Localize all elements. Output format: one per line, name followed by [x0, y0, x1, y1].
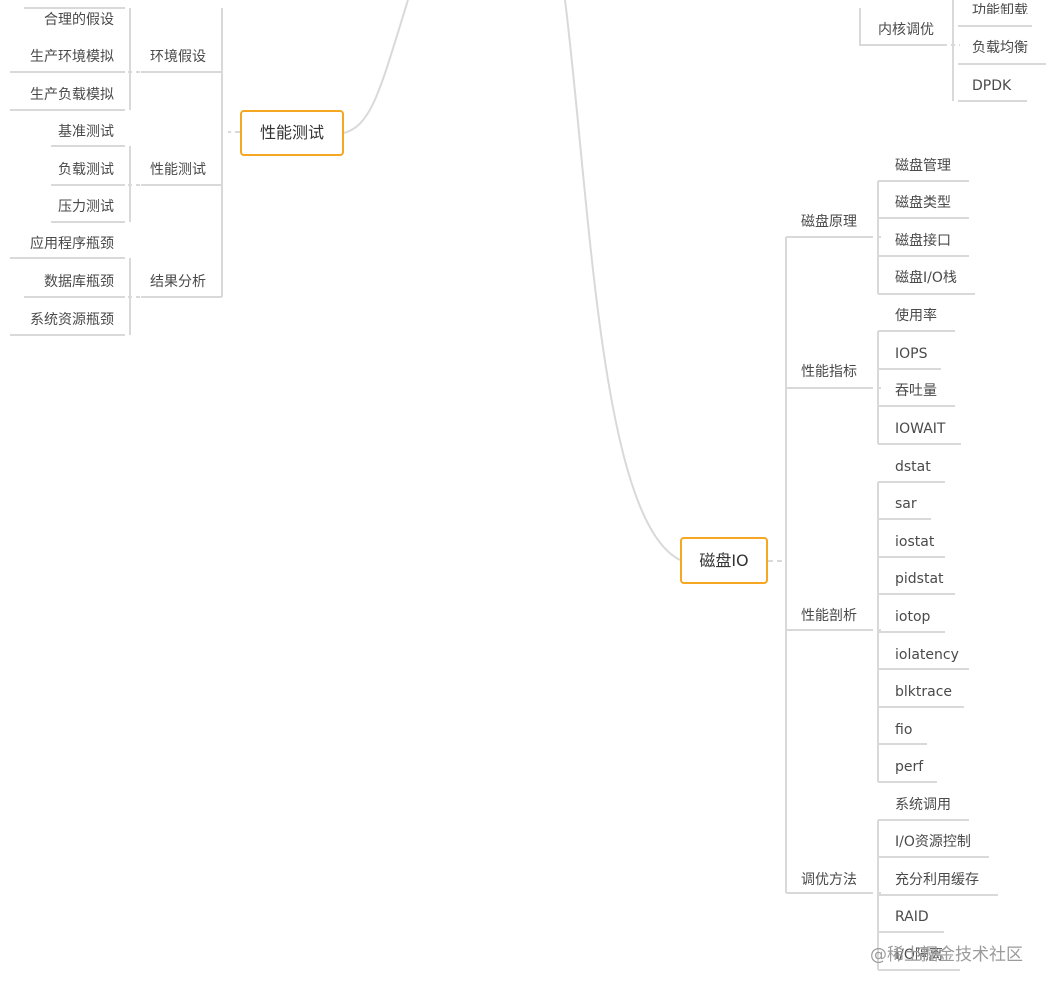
leaf-disk-io-stack[interactable]: 磁盘I/O栈 — [895, 270, 957, 286]
leaf-load-balancing[interactable]: 负载均衡 — [972, 40, 1028, 56]
leaf-utilization[interactable]: 使用率 — [895, 308, 937, 324]
leaf-app-bottleneck[interactable]: 应用程序瓶颈 — [30, 236, 114, 252]
leaf-prod-load-simulation[interactable]: 生产负载模拟 — [30, 87, 114, 103]
leaf-dpdk[interactable]: DPDK — [972, 78, 1012, 94]
leaf-benchmark-test[interactable]: 基准测试 — [58, 124, 114, 140]
topic-performance-test[interactable]: 性能测试 — [240, 110, 344, 156]
branch-disk-principle[interactable]: 磁盘原理 — [801, 214, 857, 230]
leaf-blktrace[interactable]: blktrace — [895, 684, 953, 700]
leaf-prod-env-simulation[interactable]: 生产环境模拟 — [30, 49, 114, 65]
leaf-sar[interactable]: sar — [895, 496, 917, 512]
leaf-io-isolation[interactable]: I/O隔离 — [895, 947, 943, 963]
leaf-disk-interface[interactable]: 磁盘接口 — [895, 233, 951, 249]
leaf-use-cache[interactable]: 充分利用缓存 — [895, 872, 979, 888]
leaf-sys-resource-bottleneck[interactable]: 系统资源瓶颈 — [30, 312, 114, 328]
watermark: @稀土掘金技术社区 — [870, 945, 1023, 965]
leaf-offload[interactable]: 功能卸载 — [972, 3, 1028, 14]
leaf-iotop[interactable]: iotop — [895, 609, 931, 625]
branch-tuning-methods[interactable]: 调优方法 — [801, 872, 857, 888]
branch-env-assumption[interactable]: 环境假设 — [150, 49, 206, 65]
leaf-io-resource-control[interactable]: I/O资源控制 — [895, 834, 971, 850]
branch-perf-metrics[interactable]: 性能指标 — [801, 364, 857, 380]
leaf-pidstat[interactable]: pidstat — [895, 571, 944, 587]
leaf-dstat[interactable]: dstat — [895, 459, 931, 475]
branch-kernel-tuning[interactable]: 内核调优 — [878, 22, 934, 38]
branch-performance-testing[interactable]: 性能测试 — [150, 162, 206, 178]
leaf-load-test[interactable]: 负载测试 — [58, 162, 114, 178]
leaf-raid[interactable]: RAID — [895, 909, 929, 925]
branch-perf-profiling[interactable]: 性能剖析 — [801, 608, 857, 624]
leaf-reasonable-assumption[interactable]: 合理的假设 — [44, 12, 114, 28]
branch-result-analysis[interactable]: 结果分析 — [150, 274, 206, 290]
leaf-stress-test[interactable]: 压力测试 — [58, 199, 114, 215]
leaf-perf[interactable]: perf — [895, 759, 924, 775]
leaf-syscall[interactable]: 系统调用 — [895, 797, 951, 813]
leaf-iolatency[interactable]: iolatency — [895, 647, 959, 663]
leaf-fio[interactable]: fio — [895, 722, 913, 738]
leaf-db-bottleneck[interactable]: 数据库瓶颈 — [44, 274, 114, 290]
leaf-throughput[interactable]: 吞吐量 — [895, 383, 937, 399]
topic-disk-io[interactable]: 磁盘IO — [680, 537, 768, 584]
leaf-disk-management[interactable]: 磁盘管理 — [895, 158, 951, 174]
leaf-iostat[interactable]: iostat — [895, 534, 935, 550]
leaf-disk-type[interactable]: 磁盘类型 — [895, 195, 951, 211]
leaf-iowait[interactable]: IOWAIT — [895, 421, 946, 437]
leaf-iops[interactable]: IOPS — [895, 346, 928, 362]
